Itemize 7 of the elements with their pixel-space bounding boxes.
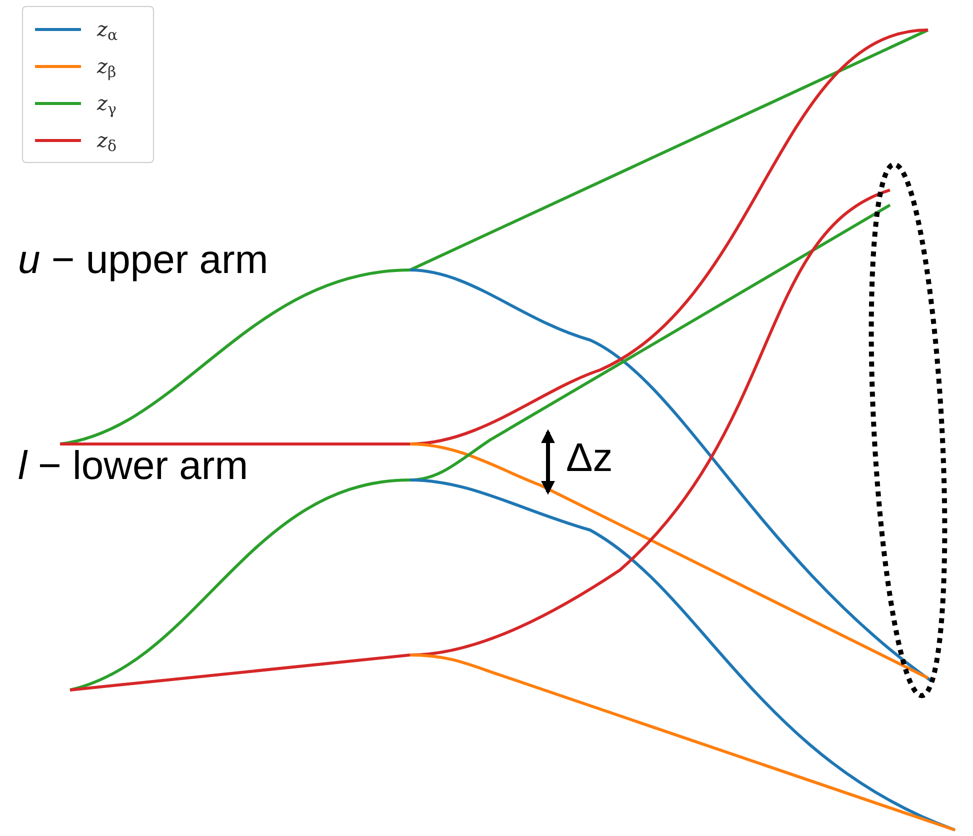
legend-text: z$_{γ}$ bbox=[97, 90, 117, 118]
legend-text: z$_{α}$ bbox=[97, 16, 118, 44]
arm-label: l − lower arm bbox=[18, 446, 248, 486]
legend-text: z$_{δ}$ bbox=[97, 127, 117, 155]
arm-label: u − upper arm bbox=[18, 240, 268, 280]
legend-text: z$_{β}$ bbox=[97, 53, 116, 81]
arm-label: Δz bbox=[566, 438, 613, 478]
